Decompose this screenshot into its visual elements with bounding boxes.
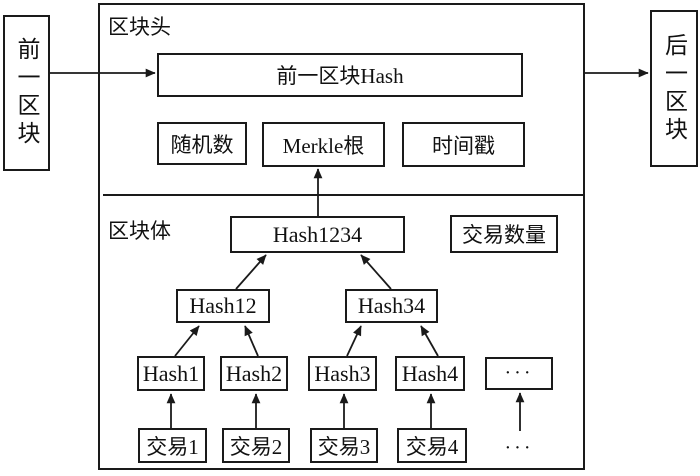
hash1-box: Hash1 <box>137 356 205 391</box>
nonce-box: 随机数 <box>157 122 247 165</box>
tx2-box: 交易2 <box>222 428 290 463</box>
header-body-divider <box>103 194 585 196</box>
prev-block-label: 前一区块 <box>14 37 39 149</box>
tx-count-label: 交易数量 <box>462 223 546 247</box>
hash3-label: Hash3 <box>314 360 371 386</box>
merkle-root-hash: Hash1234 <box>272 221 363 247</box>
merkle-root-hash-box: Hash1234 <box>230 216 405 253</box>
tx1-label: 交易1 <box>146 434 199 459</box>
hash-ellipsis-box: ··· <box>485 357 553 390</box>
prev-hash-label: 前一区块Hash <box>276 64 404 88</box>
hash34-box: Hash34 <box>345 289 438 323</box>
nonce-label: 随机数 <box>170 132 234 157</box>
hash4-label: Hash4 <box>401 360 459 386</box>
block-body-title: 区块体 <box>108 219 171 243</box>
merkle-root-label: Merkle根 <box>282 133 365 158</box>
block-header-title: 区块头 <box>108 15 171 39</box>
next-block-box: 后一区块 <box>650 10 698 167</box>
timestamp-box: 时间戳 <box>402 122 525 167</box>
timestamp-label: 时间戳 <box>432 133 495 158</box>
tx3-label: 交易3 <box>317 434 371 459</box>
hash34-label: Hash34 <box>357 293 426 318</box>
hash12-box: Hash12 <box>176 289 270 323</box>
next-block-label: 后一区块 <box>661 32 687 145</box>
tx-ellipsis: ··· <box>504 437 534 459</box>
tx-count-box: 交易数量 <box>450 215 558 253</box>
hash3-box: Hash3 <box>308 356 377 391</box>
hash2-box: Hash2 <box>220 356 288 391</box>
merkle-root-box: Merkle根 <box>262 122 385 167</box>
hash2-label: Hash2 <box>225 360 283 386</box>
prev-block-box: 前一区块 <box>3 15 50 171</box>
tx2-label: 交易2 <box>229 434 283 459</box>
hash12-label: Hash12 <box>189 293 257 318</box>
hash1-label: Hash1 <box>142 360 200 386</box>
tx3-box: 交易3 <box>310 428 378 463</box>
block-outline <box>98 3 585 470</box>
prev-hash-box: 前一区块Hash <box>157 53 523 97</box>
tx4-label: 交易4 <box>405 434 459 459</box>
hash-ellipsis: ··· <box>504 362 534 384</box>
hash4-box: Hash4 <box>395 356 465 391</box>
tx4-box: 交易4 <box>397 428 467 463</box>
tx1-box: 交易1 <box>138 428 207 463</box>
